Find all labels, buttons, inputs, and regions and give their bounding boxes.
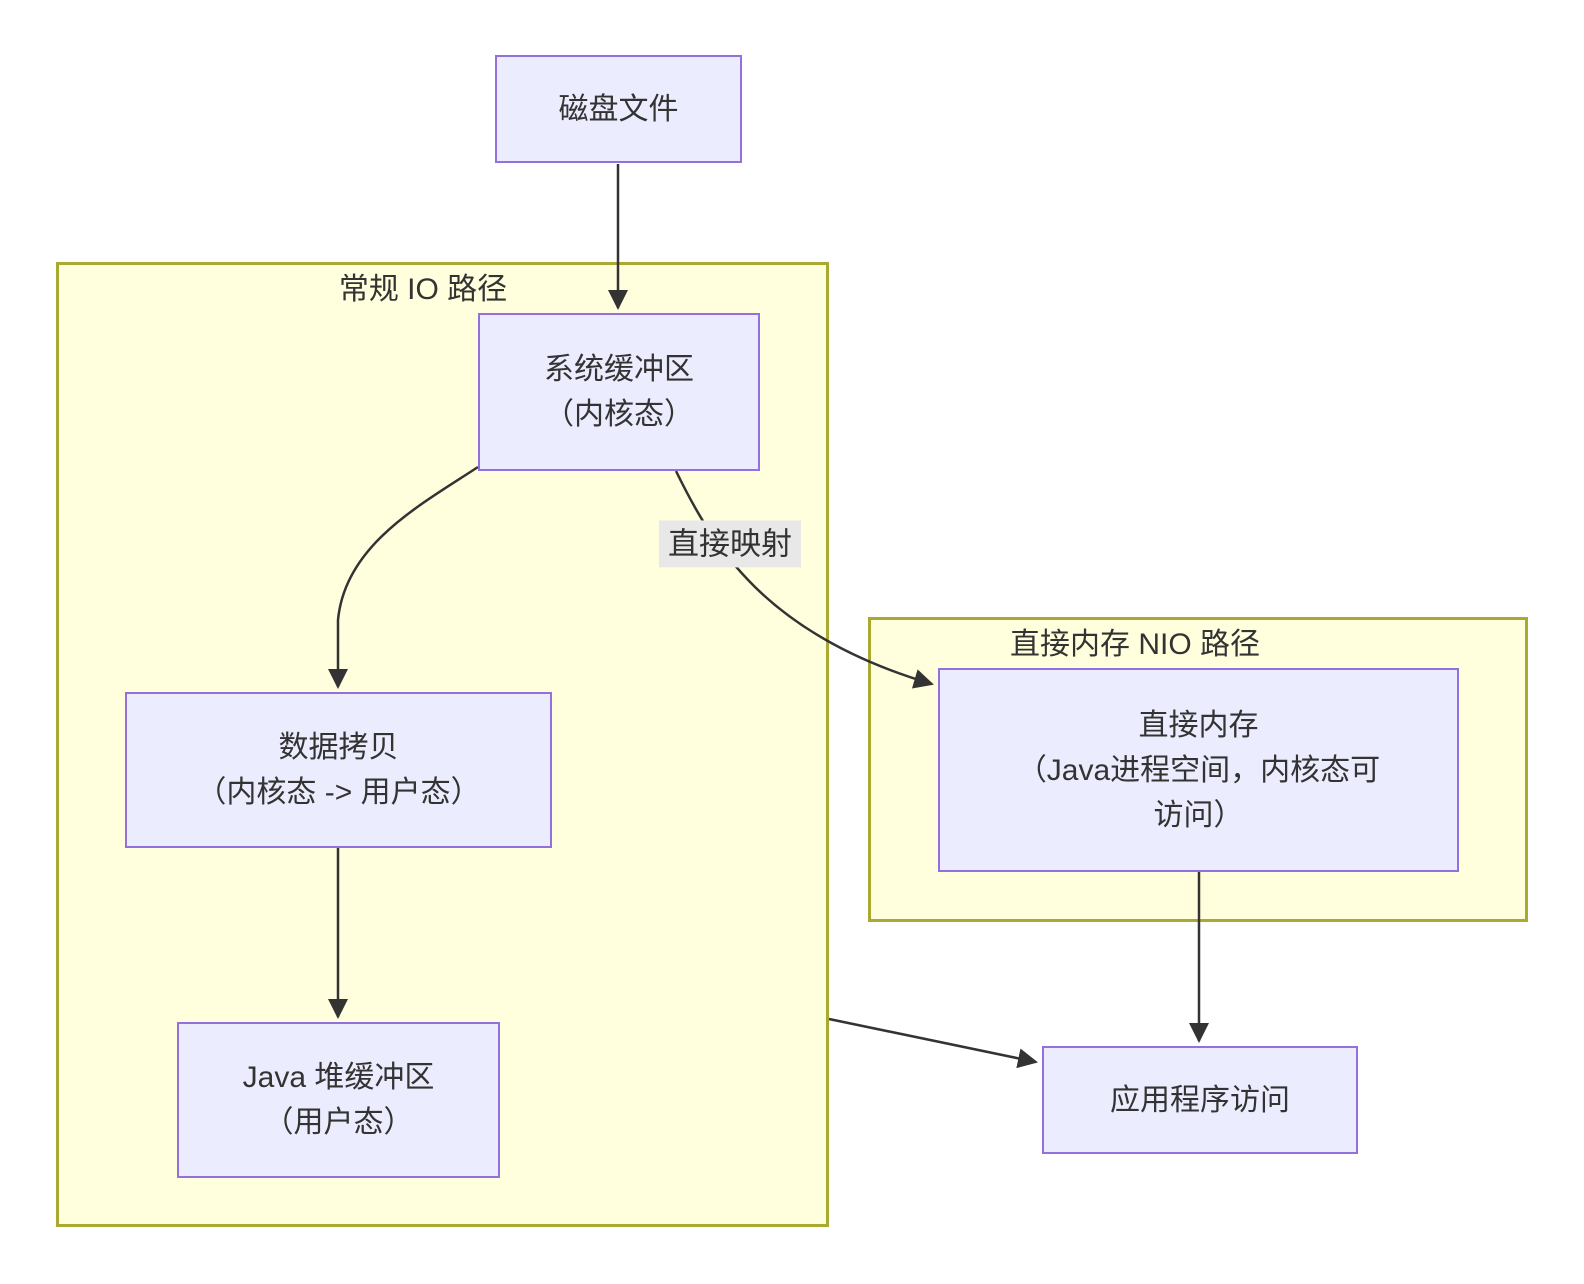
edge-system-buffer-to-direct-memory — [674, 470, 934, 689]
node-direct-memory-label-line2: （Java进程空间，内核态可 — [1016, 753, 1381, 787]
edge-label-direct-mapping: 直接映射 — [659, 520, 801, 568]
cluster-direct-nio-title: 直接内存 NIO 路径 — [1009, 628, 1261, 661]
node-direct-memory-label-line1: 直接内存 — [1138, 708, 1259, 742]
node-java-heap-buffer-label-line2: （用户态） — [263, 1106, 414, 1139]
node-data-copy: 数据拷贝 （内核态 -> 用户态） — [125, 692, 552, 848]
node-disk-file-label: 磁盘文件 — [558, 92, 679, 126]
edge-regular-io-cluster-to-app-access — [828, 1017, 1038, 1069]
node-java-heap-buffer-label-line1: Java 堆缓冲区 — [242, 1061, 435, 1094]
node-data-copy-label-line2: （内核态 -> 用户态） — [196, 776, 481, 809]
node-disk-file: 磁盘文件 — [495, 55, 742, 163]
cluster-regular-io-title: 常规 IO 路径 — [338, 273, 508, 306]
node-java-heap-buffer: Java 堆缓冲区 （用户态） — [177, 1022, 500, 1178]
node-system-buffer: 系统缓冲区 （内核态） — [478, 313, 760, 471]
node-app-access-label: 应用程序访问 — [1110, 1083, 1290, 1117]
node-data-copy-label-line1: 数据拷贝 — [278, 731, 399, 764]
node-direct-memory-label-line3: 访问） — [1153, 798, 1244, 832]
node-direct-memory: 直接内存 （Java进程空间，内核态可 访问） — [938, 668, 1459, 872]
node-system-buffer-label-line2: （内核态） — [544, 398, 694, 431]
node-app-access: 应用程序访问 — [1042, 1046, 1358, 1154]
edge-system-buffer-to-data-copy — [328, 465, 479, 689]
node-system-buffer-label-line1: 系统缓冲区 — [544, 353, 694, 386]
